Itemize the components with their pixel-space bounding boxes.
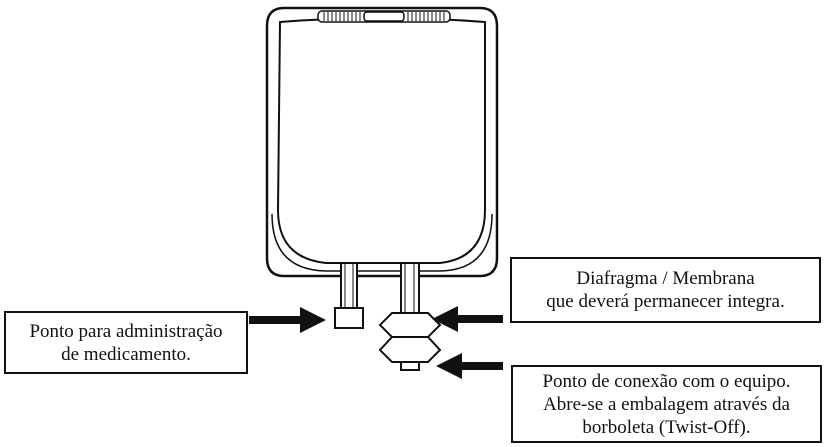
bag-outer-outline (265, 6, 499, 278)
diaphragm-cap (378, 312, 442, 338)
bag-inner-outline (276, 17, 486, 264)
bag-seam-line (271, 213, 493, 272)
label-medication-point-line-1: Ponto para administração (29, 320, 223, 342)
iv-bag (265, 6, 499, 278)
arrow-to-connection-point (436, 353, 503, 379)
connection-port (378, 262, 442, 371)
arrows (249, 306, 503, 379)
hanger-tab (317, 10, 451, 23)
arrow-to-medication-port (249, 307, 326, 333)
label-connection-point-line-3: borboleta (Twist-Off). (582, 416, 751, 438)
label-diaphragm: Diafragma / Membrana que deverá permanec… (510, 257, 821, 323)
label-diaphragm-line-1: Diafragma / Membrana (576, 268, 755, 289)
label-connection-point-line-1: Ponto de conexão com o equipo. (542, 370, 791, 392)
label-connection-point-line-2: Abre-se a embalagem através da (543, 393, 790, 415)
label-medication-point-line-2: de medicamento. (61, 343, 191, 365)
twist-off-butterfly (378, 336, 442, 363)
label-diaphragm-line-2: que deverá permanecer integra. (546, 291, 785, 312)
arrow-to-diaphragm (432, 306, 503, 332)
medication-port (334, 262, 364, 329)
label-connection-point: Ponto de conexão com o equipo. Abre-se a… (511, 365, 822, 443)
label-medication-point: Ponto para administração de medicamento. (4, 311, 248, 374)
